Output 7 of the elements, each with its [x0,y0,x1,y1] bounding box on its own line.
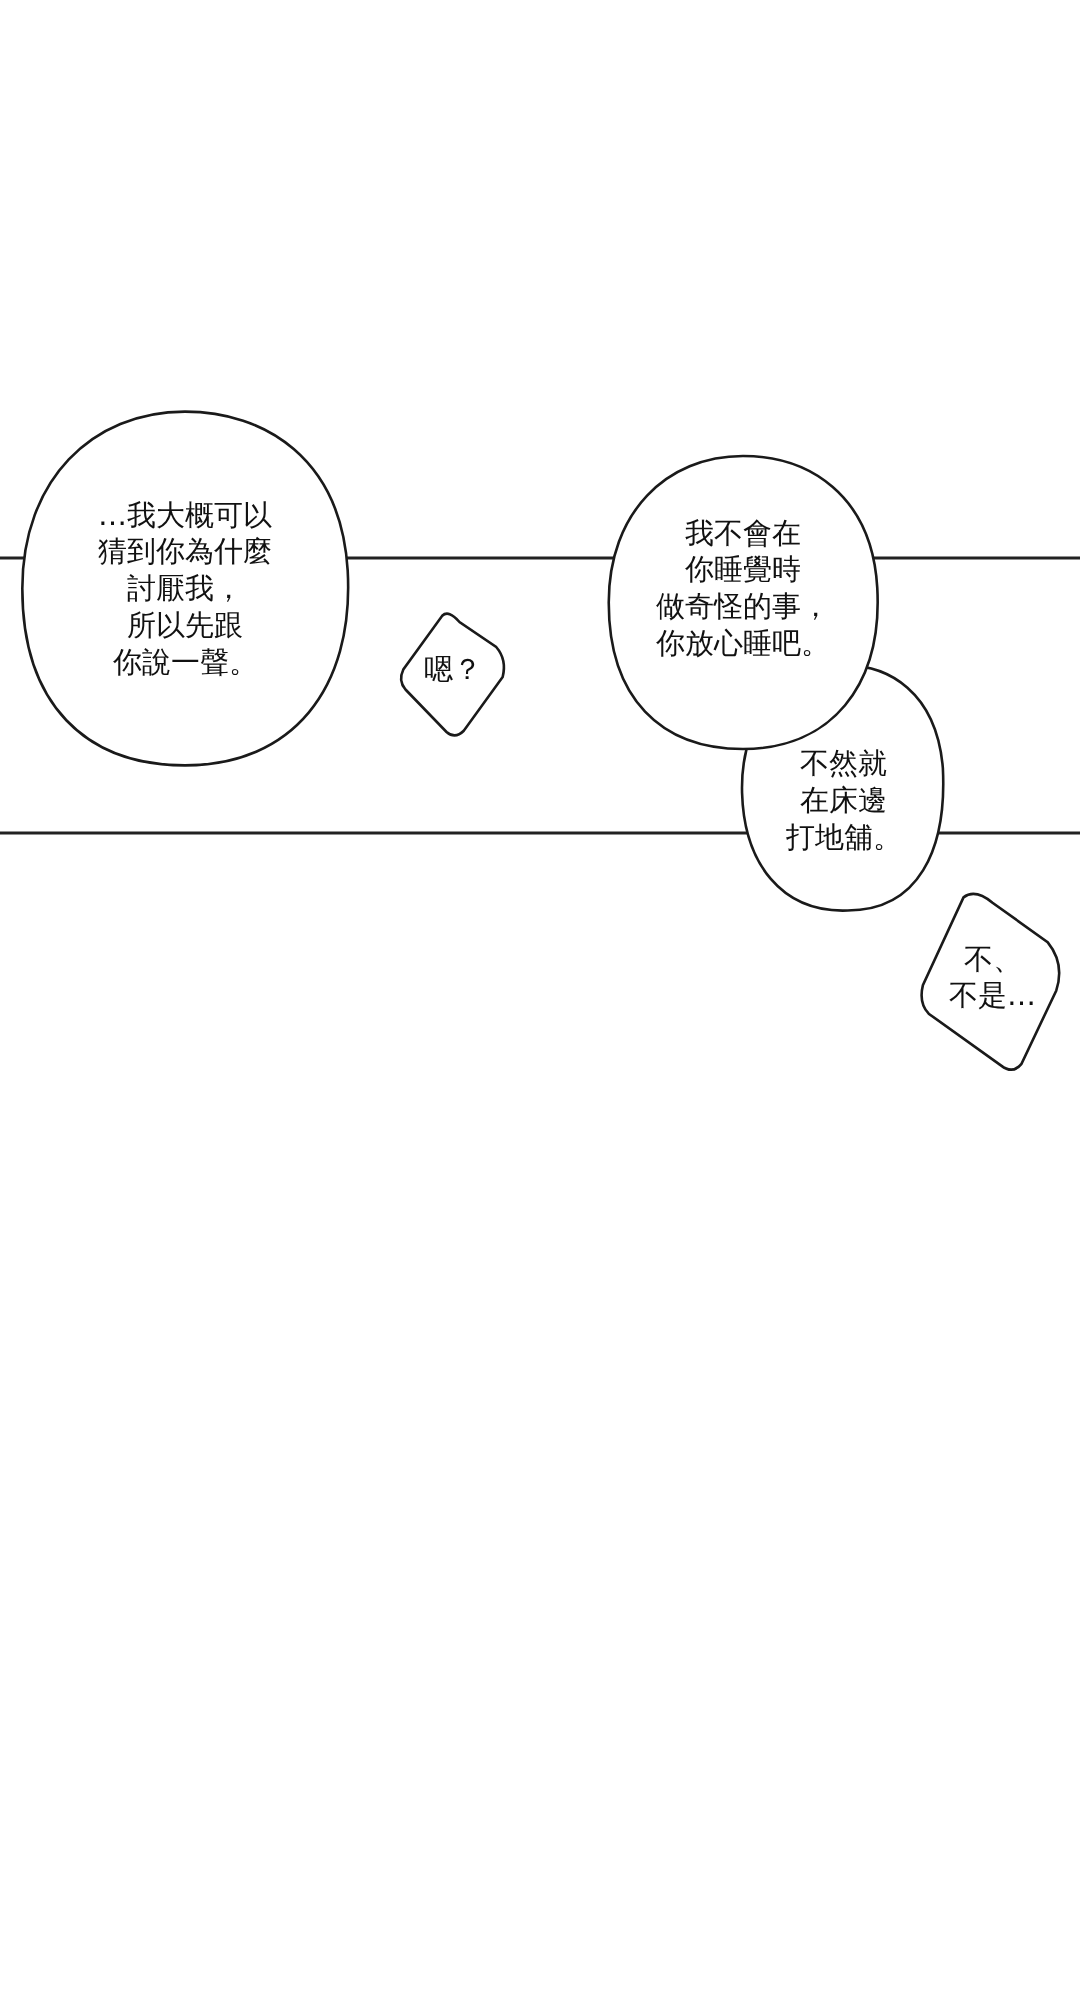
speech-text: 嗯？ [424,650,482,687]
speech-bubble [19,408,351,769]
speech-text: 我不會在你睡覺時做奇怪的事，你放心睡吧。 [656,514,830,663]
speech-text: 不、不是… [949,940,1036,1015]
speech-text: …我大概可以猜到你為什麼討厭我，所以先跟你說一聲。 [98,496,272,681]
speech-bubble [399,612,507,737]
speech-text: 不然就在床邊打地舖。 [785,744,902,856]
